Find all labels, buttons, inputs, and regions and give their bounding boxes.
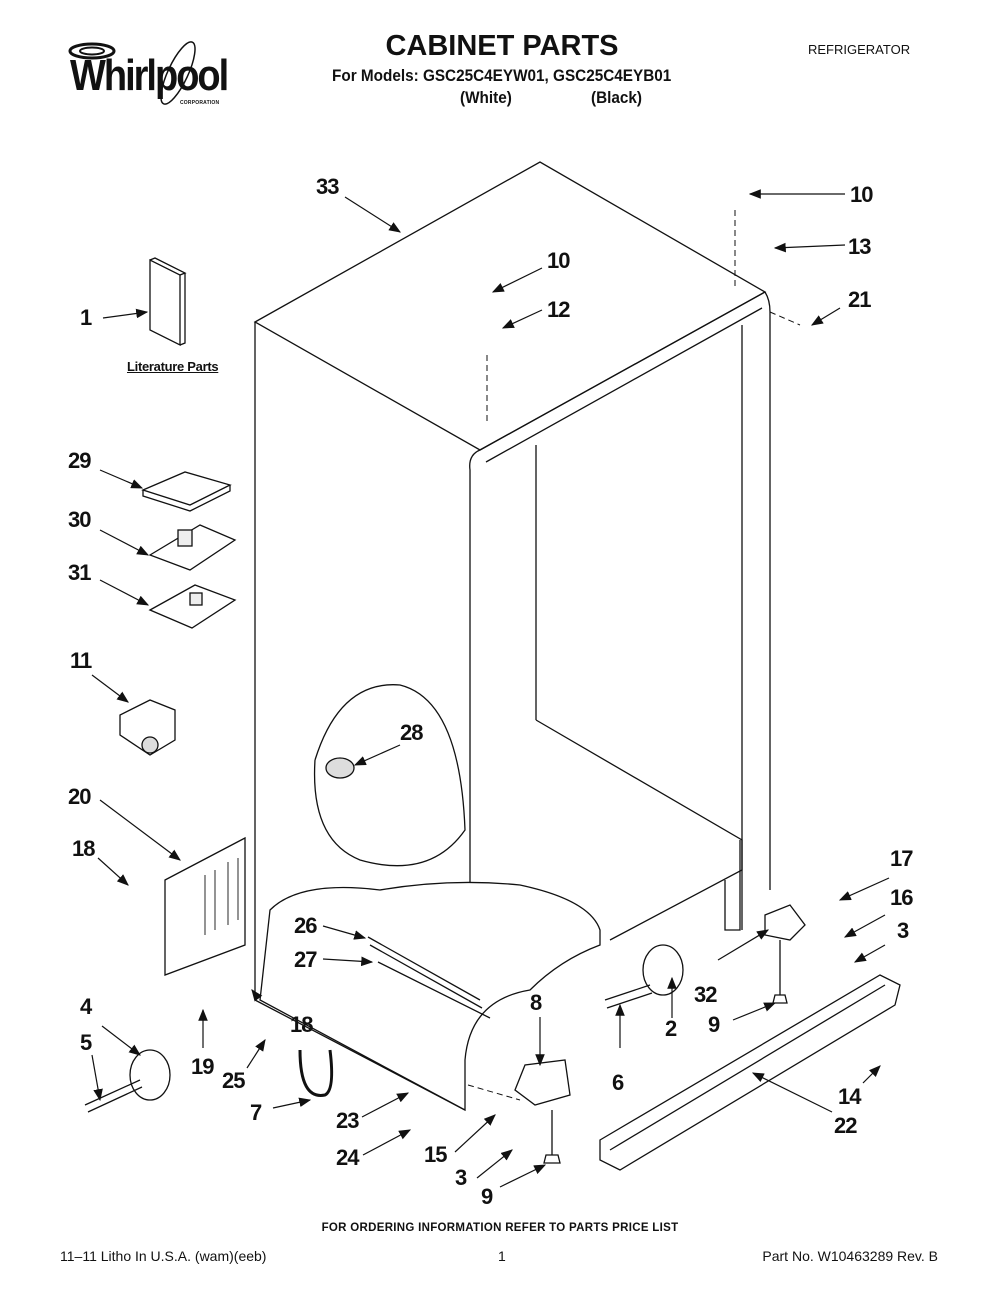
- color-white: (White): [460, 88, 512, 107]
- callout-9: 9: [481, 1184, 493, 1209]
- callout-4: 4: [80, 994, 92, 1019]
- callout-32: 32: [694, 982, 718, 1007]
- callout-10: 10: [547, 248, 571, 273]
- callout-30: 30: [68, 507, 92, 532]
- part-number: Part No. W10463289 Rev. B: [762, 1248, 938, 1264]
- callout-13: 13: [848, 234, 872, 259]
- callout-33: 33: [316, 174, 340, 199]
- cabinet-outline: [253, 161, 767, 451]
- whirlpool-logo: Whirlpool CORPORATION: [68, 41, 229, 106]
- page-number: 1: [498, 1248, 506, 1264]
- callout-18: 18: [72, 836, 96, 861]
- callout-7: 7: [250, 1100, 262, 1125]
- callout-22: 22: [834, 1113, 858, 1138]
- callout-29: 29: [68, 448, 92, 473]
- callout-14: 14: [838, 1084, 862, 1109]
- whirlpool-swirl-icon: [68, 42, 116, 60]
- page-title: CABINET PARTS: [385, 30, 619, 62]
- callout-18: 18: [290, 1012, 314, 1037]
- callout-1: 1: [80, 305, 92, 330]
- callout-20: 20: [68, 784, 92, 809]
- callout-5: 5: [80, 1030, 92, 1055]
- callout-26: 26: [294, 913, 318, 938]
- callout-31: 31: [68, 560, 92, 585]
- callout-19: 19: [191, 1054, 215, 1079]
- callout-15: 15: [424, 1142, 448, 1167]
- callout-24: 24: [336, 1145, 360, 1170]
- callout-23: 23: [336, 1108, 360, 1133]
- callout-11: 11: [70, 648, 92, 673]
- model-numbers: For Models: GSC25C4EYW01, GSC25C4EYB01: [332, 66, 672, 85]
- callout-12: 12: [547, 297, 571, 322]
- color-black: (Black): [591, 88, 643, 107]
- callout-2: 2: [665, 1016, 677, 1041]
- callout-6: 6: [612, 1070, 624, 1095]
- callout-10: 10: [850, 182, 874, 207]
- appliance-category: REFRIGERATOR: [808, 42, 911, 57]
- callout-9: 9: [708, 1012, 720, 1037]
- callout-27: 27: [294, 947, 318, 972]
- ordering-note: FOR ORDERING INFORMATION REFER TO PARTS …: [321, 1222, 679, 1234]
- litho-info: 11–11 Litho In U.S.A. (wam)(eeb): [60, 1248, 267, 1264]
- brand-sub: CORPORATION: [180, 100, 220, 106]
- callout-25: 25: [222, 1068, 246, 1093]
- callout-8: 8: [530, 990, 542, 1015]
- literature-parts-label: Literature Parts: [127, 359, 219, 374]
- callout-3: 3: [897, 918, 909, 943]
- logo-swoosh-icon: [160, 41, 196, 105]
- callout-28: 28: [400, 720, 424, 745]
- brand-name: Whirlpool: [70, 52, 229, 101]
- callout-16: 16: [890, 885, 914, 910]
- callout-21: 21: [848, 287, 872, 312]
- callout-17: 17: [890, 846, 914, 871]
- callout-3: 3: [455, 1165, 467, 1190]
